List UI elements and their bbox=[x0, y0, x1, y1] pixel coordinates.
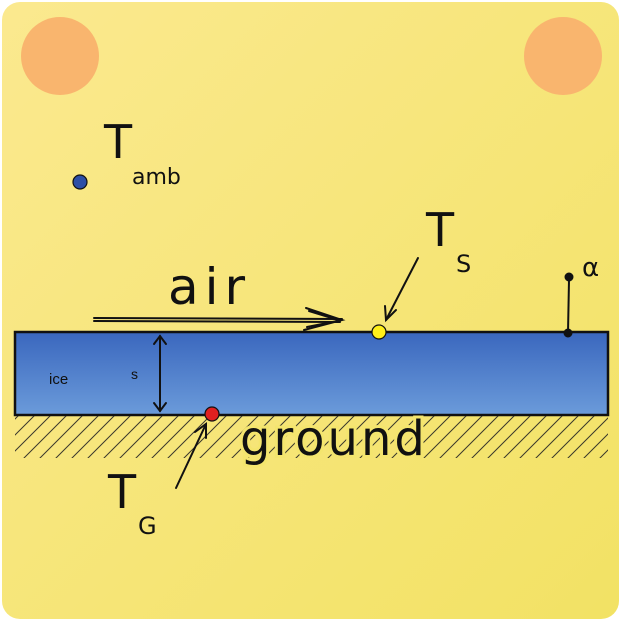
t-g-subscript: G bbox=[138, 512, 157, 540]
air-flow-arrow bbox=[93, 307, 346, 331]
t-s-subscript: S bbox=[456, 250, 471, 278]
t-g-pointer-arrow bbox=[175, 422, 207, 489]
t-s-pointer-arrow bbox=[384, 257, 419, 323]
sun-icon bbox=[524, 17, 602, 95]
sun-icon bbox=[21, 17, 99, 95]
ground-hatching bbox=[15, 416, 608, 458]
t-g-label: T bbox=[107, 465, 137, 519]
alpha-label: α bbox=[582, 253, 599, 283]
t-amb-subscript: amb bbox=[132, 165, 181, 190]
ice-layer bbox=[13, 330, 610, 417]
ground-label: ground bbox=[240, 411, 428, 467]
t-s-point bbox=[371, 324, 387, 340]
thickness-arrow bbox=[153, 334, 167, 413]
thickness-label: s bbox=[131, 366, 138, 382]
t-amb-point bbox=[72, 174, 88, 190]
air-label: air bbox=[168, 258, 251, 316]
ice-label: ice bbox=[49, 371, 68, 388]
t-amb-label: T bbox=[103, 115, 133, 169]
t-s-label: T bbox=[425, 203, 455, 257]
alpha-marker bbox=[563, 272, 574, 338]
t-g-point bbox=[204, 406, 220, 422]
